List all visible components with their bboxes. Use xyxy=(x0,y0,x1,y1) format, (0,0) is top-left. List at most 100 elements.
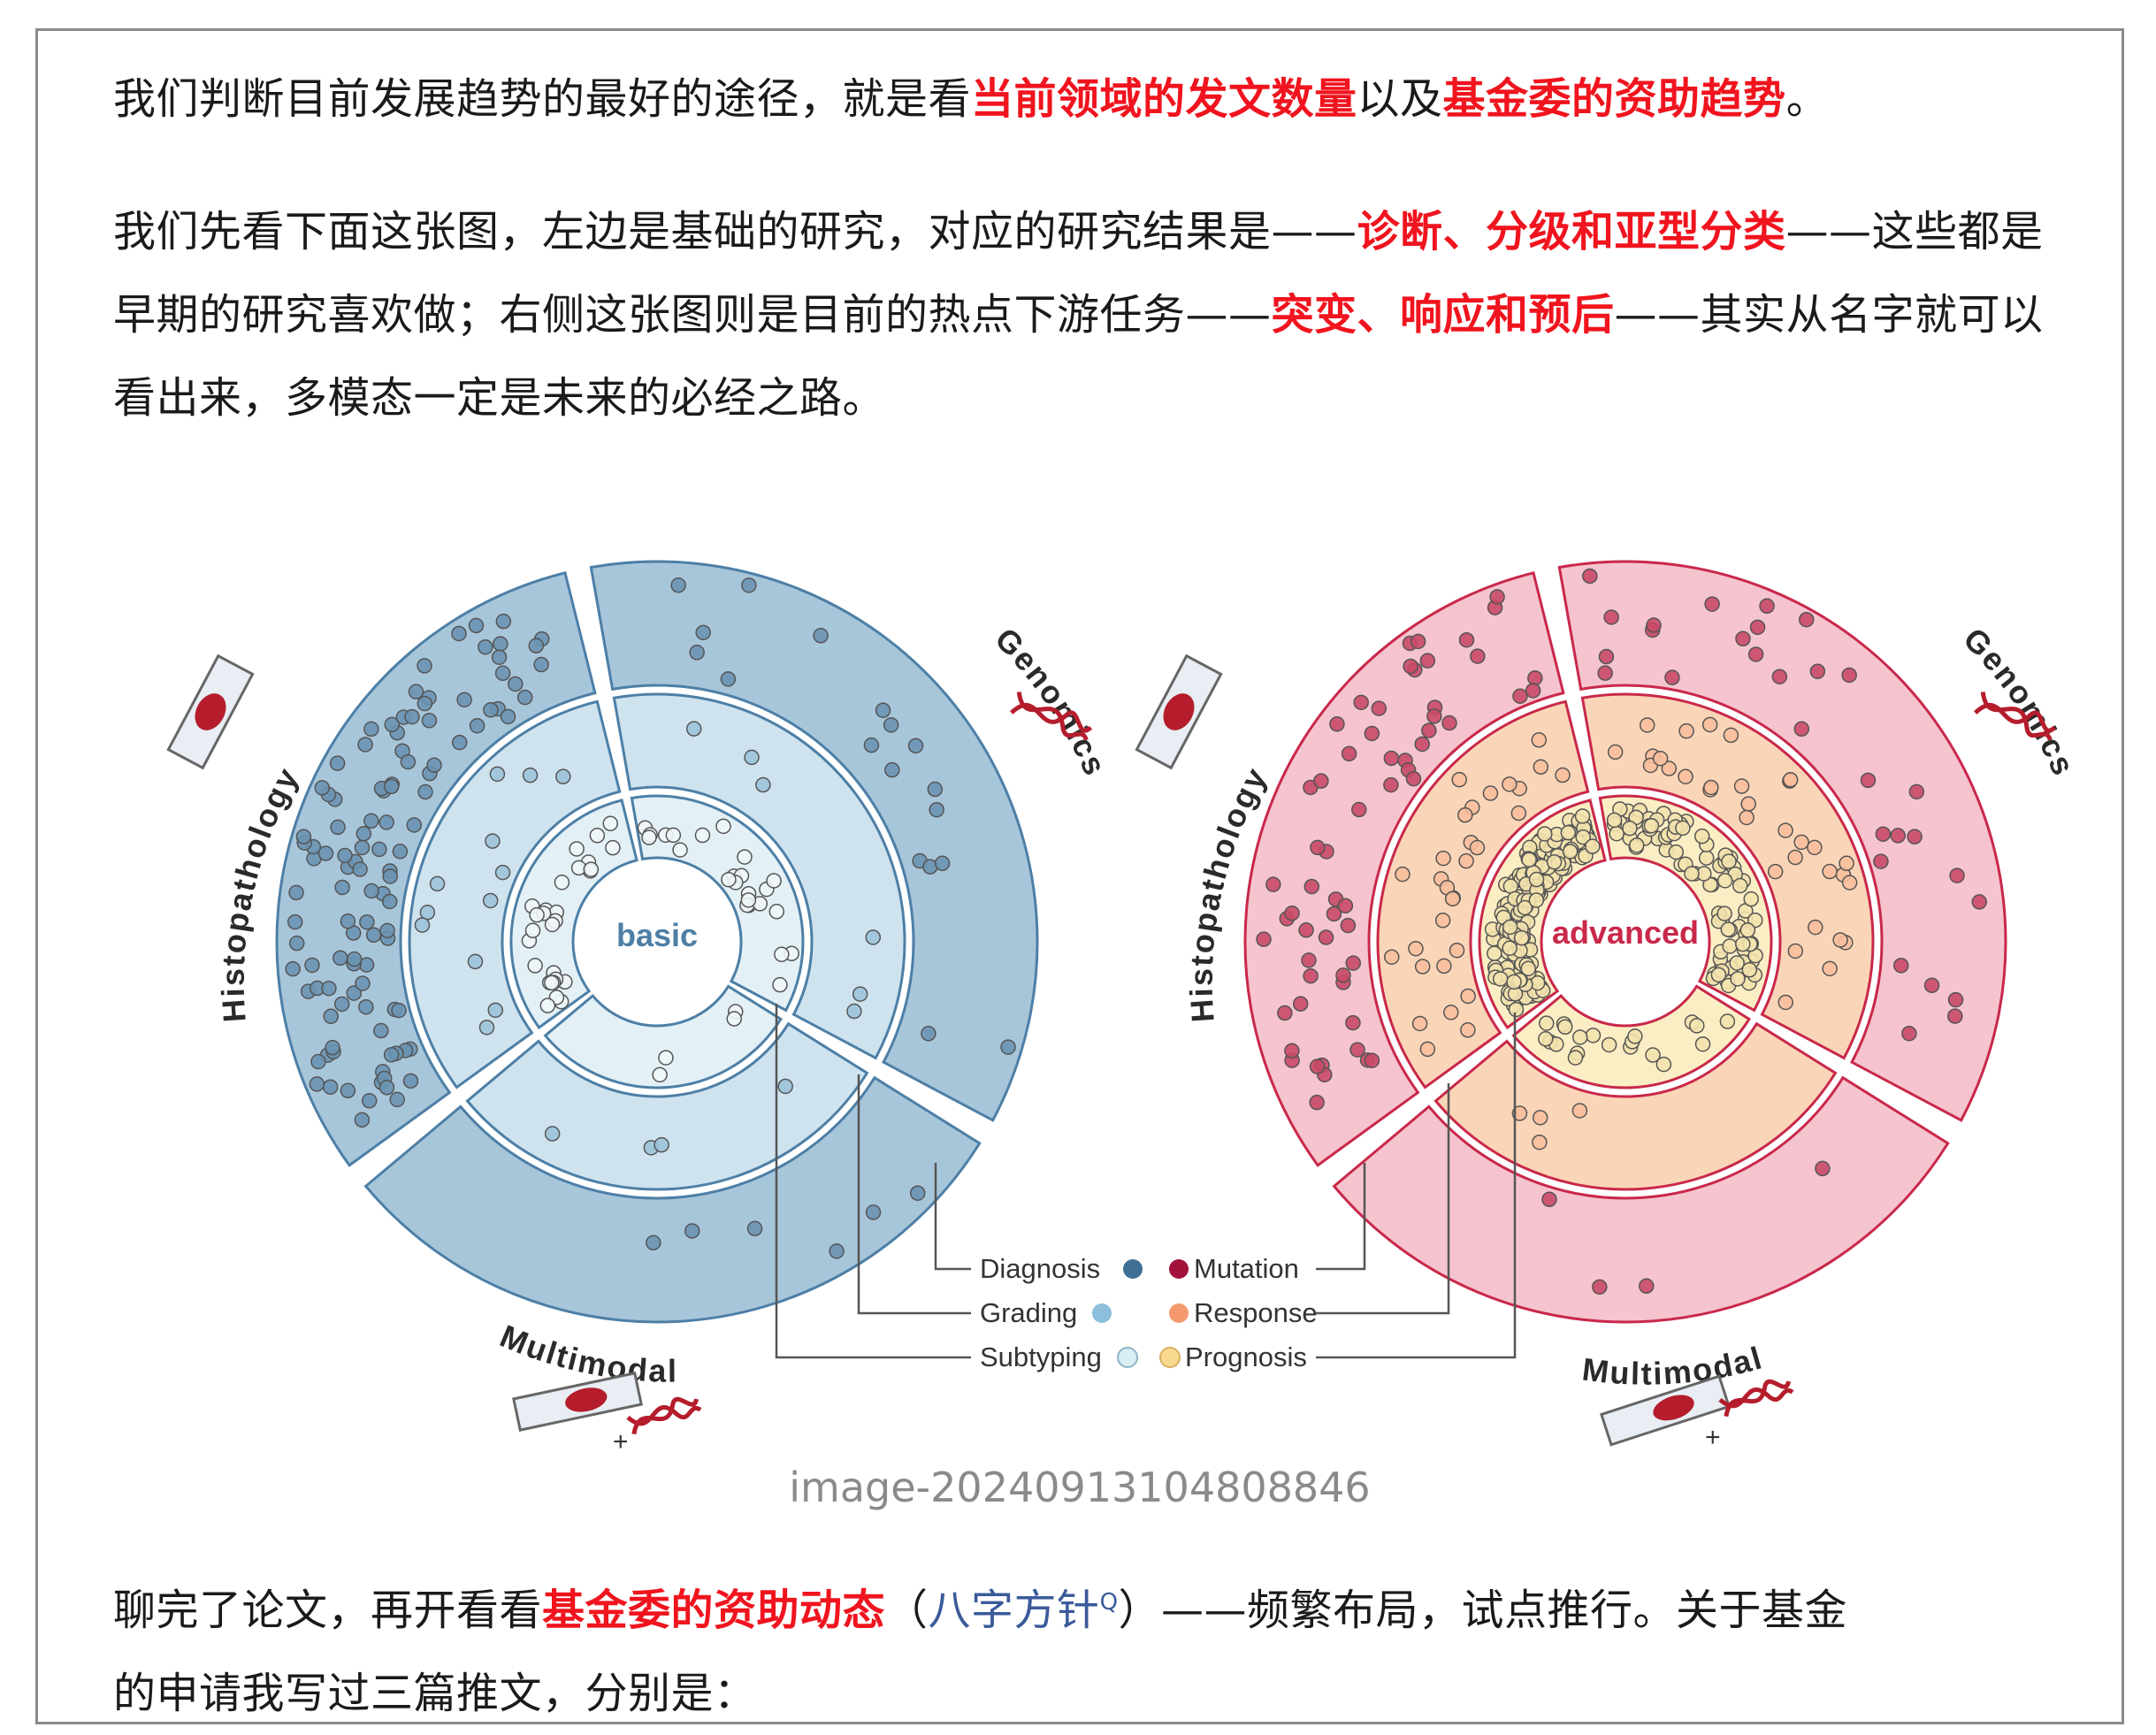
data-dot xyxy=(373,1022,389,1039)
data-dot xyxy=(383,1047,400,1063)
center-label-basic: basic xyxy=(616,917,698,953)
data-dot xyxy=(1949,868,1965,883)
data-dot xyxy=(1815,1160,1831,1177)
data-dot xyxy=(288,935,305,952)
data-dot xyxy=(1309,1059,1326,1074)
data-dot xyxy=(1720,921,1736,937)
data-dot xyxy=(602,815,618,832)
data-dot xyxy=(491,649,508,665)
data-dot xyxy=(1457,806,1473,823)
data-dot xyxy=(1410,633,1426,650)
ring-segment xyxy=(612,692,906,1060)
data-dot xyxy=(1313,773,1329,789)
label-multimodal-advanced: Multimodal xyxy=(1580,1339,1767,1392)
data-dot xyxy=(1908,783,1925,800)
data-dot xyxy=(1538,1031,1554,1047)
data-dot xyxy=(357,737,373,753)
ring-segment xyxy=(509,799,638,1030)
data-dot xyxy=(1716,873,1733,889)
data-dot xyxy=(1689,1018,1705,1034)
data-dot xyxy=(1511,1105,1528,1121)
center-label-advanced: advanced xyxy=(1552,914,1699,951)
data-dot xyxy=(1622,820,1638,837)
data-dot xyxy=(1458,631,1475,648)
data-dot xyxy=(524,922,541,939)
data-dot xyxy=(1421,722,1437,738)
data-dot xyxy=(1639,1278,1655,1295)
data-dot xyxy=(404,708,420,725)
data-dot xyxy=(1585,1028,1602,1043)
data-dot xyxy=(1735,936,1751,952)
slide-icon xyxy=(166,653,255,770)
data-dot xyxy=(544,916,561,933)
data-dot xyxy=(1646,617,1662,633)
link-eight-character-policy[interactable]: 八字方针 xyxy=(928,1586,1100,1635)
data-dot xyxy=(1923,977,1940,994)
data-dot xyxy=(1303,967,1319,984)
data-dot xyxy=(1907,829,1923,845)
data-dot xyxy=(741,577,757,593)
data-dot xyxy=(379,922,395,939)
data-dot xyxy=(356,826,372,842)
search-icon[interactable]: Q xyxy=(1099,1589,1119,1616)
data-dot xyxy=(1787,943,1804,959)
data-dot xyxy=(1721,853,1737,869)
data-dot xyxy=(417,783,433,800)
data-dot xyxy=(340,913,356,929)
data-dot xyxy=(392,844,409,860)
data-dot xyxy=(1655,1056,1672,1073)
slide-icon xyxy=(1135,653,1223,770)
data-dot xyxy=(1890,828,1906,844)
legend-dot-diagnosis xyxy=(1123,1259,1143,1279)
data-dot xyxy=(285,960,301,977)
data-dot xyxy=(1607,744,1624,760)
data-dot xyxy=(1335,967,1351,983)
data-dot xyxy=(1601,1036,1617,1053)
data-dot xyxy=(500,708,516,725)
data-dot xyxy=(365,927,382,944)
data-dot xyxy=(334,879,350,896)
highlight-advanced-tasks: 突变、响应和预后 xyxy=(1271,290,1615,340)
data-dot xyxy=(726,1011,742,1027)
data-dot xyxy=(555,768,571,784)
data-dot xyxy=(1567,1050,1584,1066)
data-dot xyxy=(429,875,446,892)
data-dot xyxy=(384,716,401,733)
data-dot xyxy=(1256,931,1272,947)
data-dot xyxy=(1441,715,1457,731)
data-dot xyxy=(485,833,501,849)
data-dot xyxy=(689,645,705,661)
legend-dot-response xyxy=(1169,1303,1189,1323)
data-dot xyxy=(1298,922,1314,938)
legend-dot-grading xyxy=(1092,1303,1112,1323)
legend-prognosis: Prognosis xyxy=(1185,1341,1307,1372)
data-dot xyxy=(1527,669,1543,686)
legend-mutation: Mutation xyxy=(1194,1253,1299,1284)
data-dot xyxy=(310,1053,326,1070)
data-dot xyxy=(852,986,868,1002)
data-dot xyxy=(1627,1028,1643,1044)
data-dot xyxy=(1749,619,1766,636)
slide-icon-multimodal xyxy=(512,1372,643,1432)
data-dot xyxy=(1265,876,1281,892)
data-dot xyxy=(1629,837,1645,853)
data-dot xyxy=(1536,826,1553,842)
text: 我们先看下面这张图，左边是基础的研究，对应的研究结果是—— xyxy=(113,207,1357,256)
data-dot xyxy=(1875,826,1892,842)
data-dot xyxy=(495,613,512,630)
data-dot xyxy=(522,767,539,783)
data-dot xyxy=(400,753,417,770)
text: ）——频繁布局，试点推行。关于基金 xyxy=(1118,1586,1848,1635)
data-dot xyxy=(1722,938,1738,954)
data-dot xyxy=(921,1026,937,1042)
data-dot xyxy=(527,958,543,974)
data-dot xyxy=(646,1234,661,1251)
data-dot xyxy=(1482,785,1499,801)
data-dot xyxy=(1506,974,1522,990)
data-dot xyxy=(1822,863,1838,880)
data-dot xyxy=(884,761,900,778)
data-dot xyxy=(408,684,424,699)
text: 聊完了论文，再开看看 xyxy=(113,1586,543,1635)
data-dot xyxy=(1562,844,1579,860)
paragraph-funding: 聊完了论文，再开看看基金委的资助动态（八字方针Q）——频繁布局，试点推行。关于基… xyxy=(113,1561,2068,1735)
